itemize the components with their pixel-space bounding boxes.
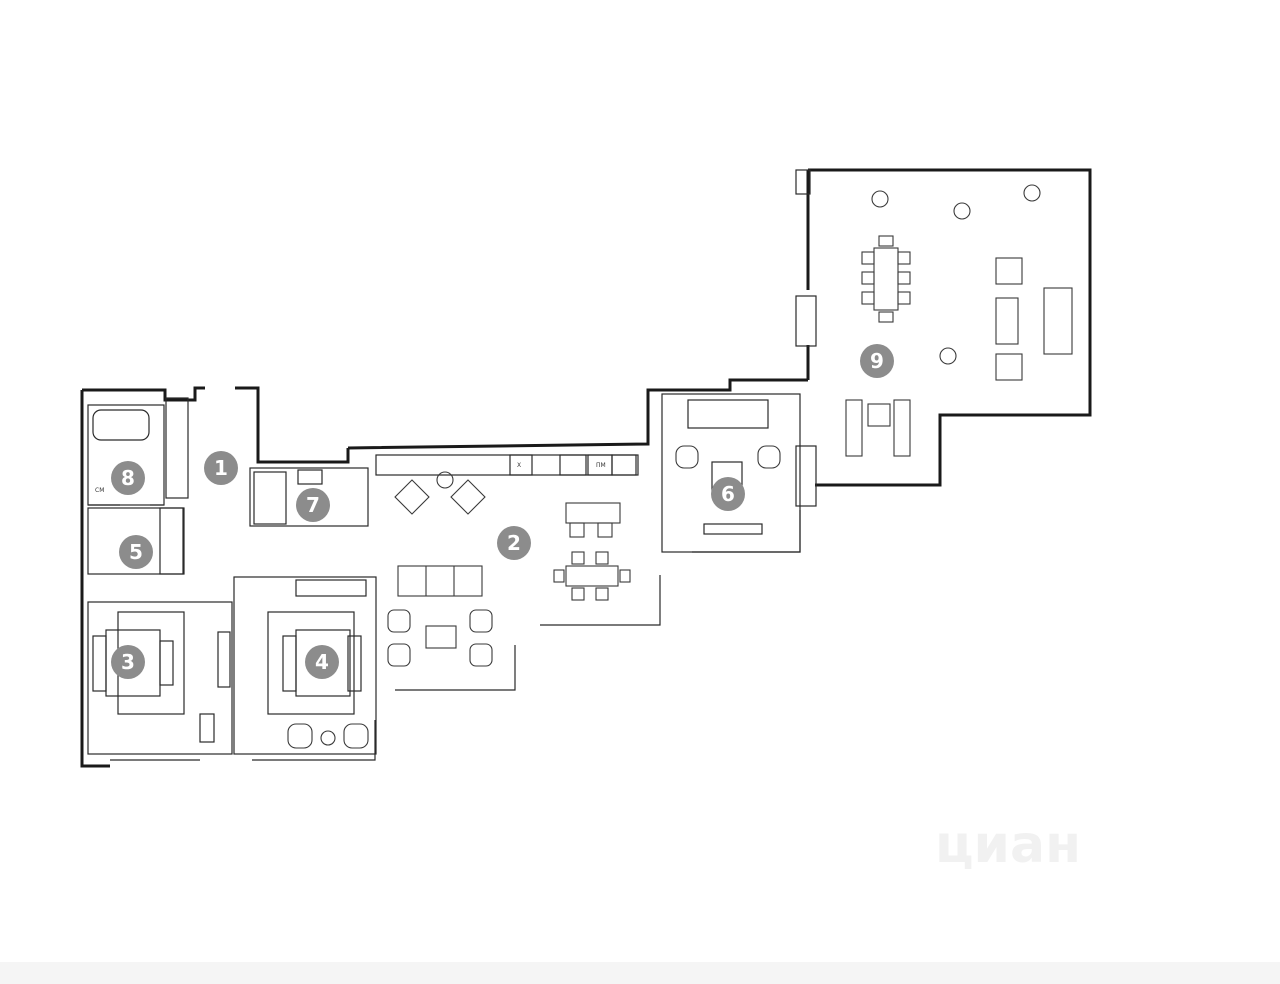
bottom-strip — [0, 962, 1280, 984]
room-marker-5[interactable]: 5 — [119, 535, 153, 569]
room-number: 8 — [121, 466, 135, 490]
room-marker-6[interactable]: 6 — [711, 477, 745, 511]
room-number: 9 — [870, 349, 884, 373]
fridge-label: Х — [517, 462, 521, 469]
room-number: 4 — [315, 650, 329, 674]
room-marker-4[interactable]: 4 — [305, 645, 339, 679]
room-marker-9[interactable]: 9 — [860, 344, 894, 378]
room-number: 3 — [121, 650, 135, 674]
room-number: 1 — [214, 456, 228, 480]
room-marker-8[interactable]: 8 — [111, 461, 145, 495]
room-number: 2 — [507, 531, 521, 555]
watermark-text: циан — [935, 815, 1081, 875]
room-marker-7[interactable]: 7 — [296, 488, 330, 522]
room-number: 5 — [129, 540, 143, 564]
room-marker-2[interactable]: 2 — [497, 526, 531, 560]
furniture — [287, 184, 1073, 749]
interior-walls — [87, 169, 817, 755]
room-number: 6 — [721, 482, 735, 506]
dishwasher-label: ПМ — [596, 462, 606, 469]
room-number: 7 — [306, 493, 320, 517]
washer-label: СМ — [95, 487, 104, 494]
room-marker-3[interactable]: 3 — [111, 645, 145, 679]
room-marker-1[interactable]: 1 — [204, 451, 238, 485]
